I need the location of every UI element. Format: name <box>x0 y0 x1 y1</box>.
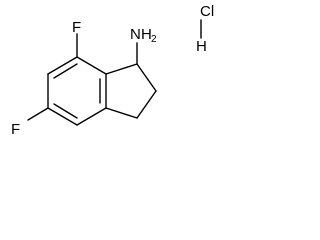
bond-c7a-c1 <box>105 63 138 75</box>
atom-amine-h: H <box>141 26 152 43</box>
double-bond-c4-c5 <box>53 103 78 119</box>
bond-c3a-c4 <box>76 107 107 126</box>
structure-diagram: F F N H 2 Cl H <box>11 3 214 138</box>
atom-fluorine-left: F <box>11 121 20 138</box>
bond-c4-c5 <box>47 107 78 126</box>
bond-c5-f <box>27 107 49 121</box>
atom-fluorine-top: F <box>72 19 81 36</box>
bond-c7-c7a <box>76 56 107 75</box>
bond-c3-c3a <box>105 107 138 119</box>
atom-chlorine: Cl <box>200 3 214 20</box>
five-membered-ring <box>105 63 157 119</box>
bond-c2-c3 <box>136 90 157 119</box>
bond-c6-c7 <box>47 56 78 75</box>
atom-hydrogen: H <box>196 38 207 55</box>
bond-c1-c2 <box>136 63 157 92</box>
double-bond-c6-c7 <box>53 63 78 79</box>
atom-amine-n: N <box>130 26 141 43</box>
atom-amine-subscript: 2 <box>151 34 157 45</box>
benzene-ring <box>47 56 107 126</box>
